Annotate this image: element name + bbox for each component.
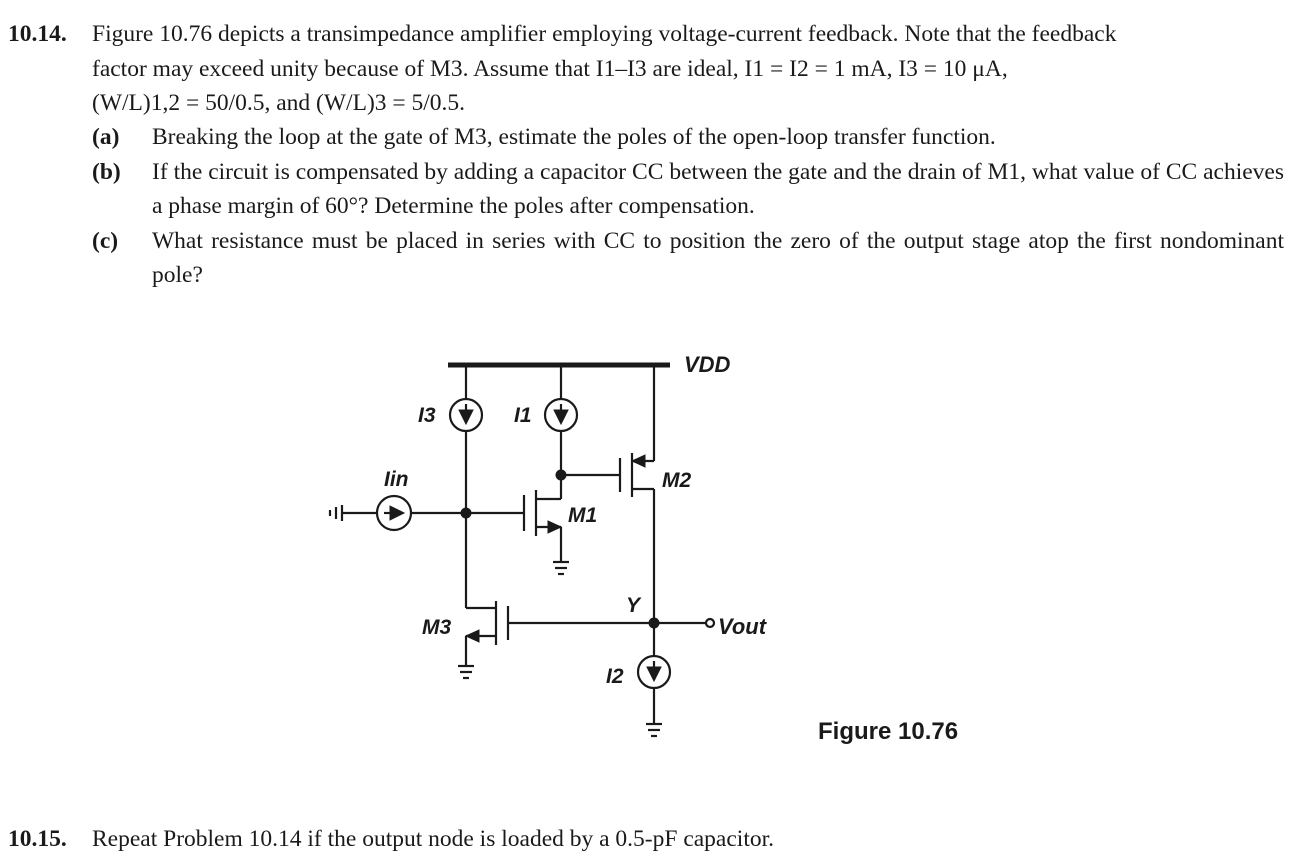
problem-number: 10.14.: [8, 21, 67, 47]
y-label: Y: [626, 594, 642, 617]
part-c: (c) What resistance must be placed in se…: [92, 224, 1284, 293]
part-c-label: (c): [92, 227, 119, 254]
problem-parts: (a) Breaking the loop at the gate of M3,…: [92, 120, 1284, 293]
m2-label: M2: [662, 469, 691, 492]
vout-label: Vout: [718, 614, 768, 639]
part-c-text: What resistance must be placed in series…: [152, 227, 1284, 289]
i1-label: I1: [514, 404, 532, 427]
figure-caption: Figure 10.76: [818, 718, 959, 745]
part-a-label: (a): [92, 124, 120, 150]
problem-text-line-2: factor may exceed unity because of M3. A…: [92, 55, 1008, 82]
problem-15-text: Repeat Problem 10.14 if the output node …: [92, 826, 775, 852]
i2-label: I2: [606, 665, 624, 688]
problem-text: Figure 10.76 depicts a transimpedance am…: [92, 17, 1284, 121]
m1-label: M1: [568, 504, 597, 527]
vdd-label: VDD: [684, 352, 731, 377]
problem-number-15: 10.15.: [8, 826, 67, 852]
m3-label: M3: [422, 616, 451, 639]
part-b-text: If the circuit is compensated by adding …: [152, 158, 1284, 220]
i3-label: I3: [418, 404, 436, 427]
part-a: (a) Breaking the loop at the gate of M3,…: [92, 120, 1284, 155]
problem-text-line-1: Figure 10.76 depicts a transimpedance am…: [92, 21, 1117, 47]
part-b-label: (b): [92, 158, 121, 185]
part-b: (b) If the circuit is compensated by add…: [92, 155, 1284, 224]
problem-text-line-3: (W/L)1,2 = 50/0.5, and (W/L)3 = 5/0.5.: [92, 90, 466, 116]
iin-label: Iin: [384, 468, 409, 491]
part-a-text: Breaking the loop at the gate of M3, est…: [152, 124, 996, 150]
